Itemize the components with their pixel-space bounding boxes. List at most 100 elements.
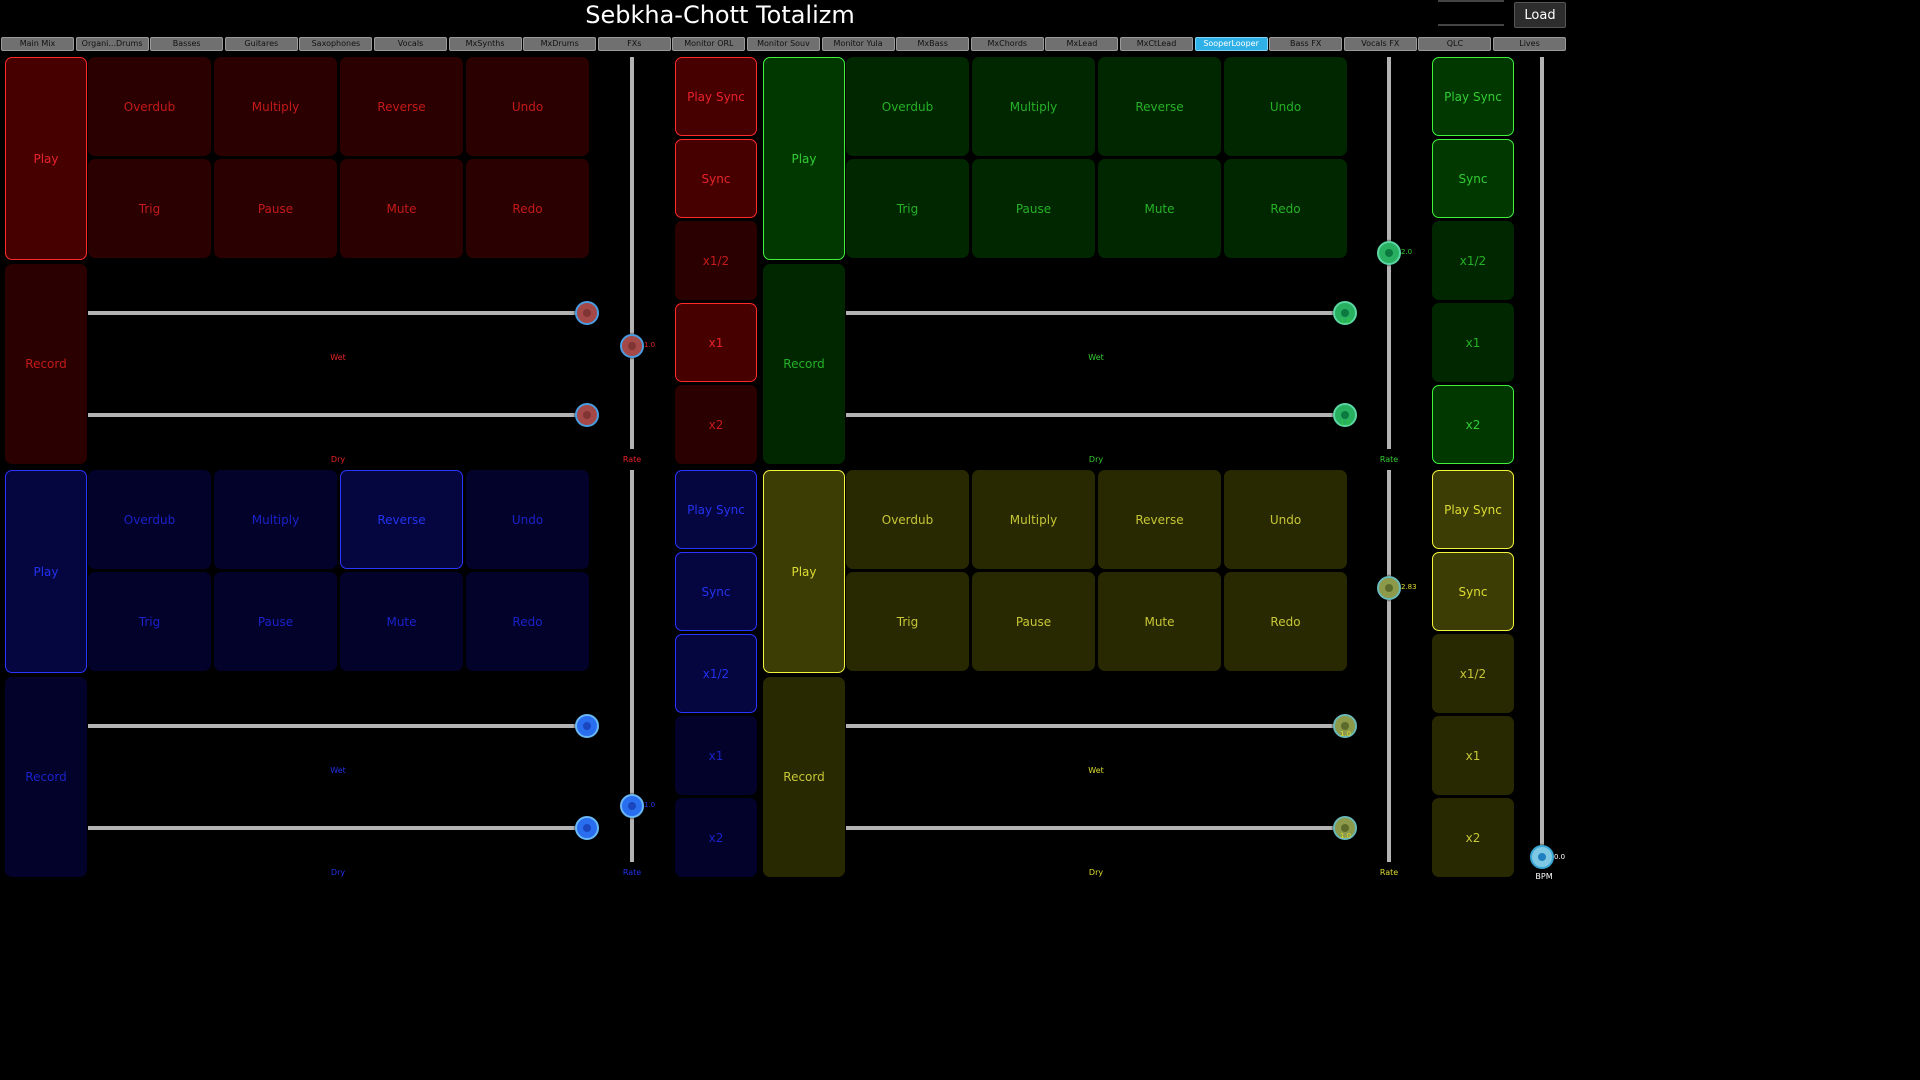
looper-red-sync-play-sync-button[interactable]: Play Sync [675,57,757,136]
bpm-slider-track[interactable] [1540,57,1544,857]
looper-green-record-button[interactable]: Record [763,264,845,464]
looper-red-redo-button[interactable]: Redo [466,159,589,258]
tab-saxophones[interactable]: Saxophones [299,37,373,51]
looper-red-overdub-button[interactable]: Overdub [88,57,211,156]
looper-red-trig-button[interactable]: Trig [88,159,211,258]
looper-blue-wet-slider-knob[interactable] [575,714,599,738]
looper-yellow-wet-slider-track[interactable] [846,724,1344,728]
looper-blue-multiply-button[interactable]: Multiply [214,470,337,569]
looper-blue-overdub-button[interactable]: Overdub [88,470,211,569]
tab-mxctlead[interactable]: MxCtLead [1120,37,1193,51]
tab-guitares[interactable]: Guitares [224,37,298,51]
looper-green-sync-sync-button[interactable]: Sync [1432,139,1514,218]
looper-red-undo-button[interactable]: Undo [466,57,589,156]
looper-blue-redo-button[interactable]: Redo [466,572,589,671]
looper-green-sync-x1-button[interactable]: x1 [1432,303,1514,382]
looper-green-multiply-button[interactable]: Multiply [972,57,1095,156]
looper-blue-sync-x1-2-button[interactable]: x1/2 [675,634,757,713]
looper-green-undo-button[interactable]: Undo [1224,57,1347,156]
looper-yellow-wet-slider-knob[interactable] [1333,714,1357,738]
looper-green-rate-slider-knob[interactable] [1377,241,1401,265]
looper-yellow-undo-button[interactable]: Undo [1224,470,1347,569]
looper-blue-sync-sync-button[interactable]: Sync [675,552,757,631]
looper-green-wet-slider-track[interactable] [846,311,1344,315]
looper-green-play-button[interactable]: Play [763,57,845,260]
load-button[interactable]: Load [1514,2,1566,28]
looper-blue-dry-slider-track[interactable] [88,826,586,830]
looper-yellow-sync-x1-button[interactable]: x1 [1432,716,1514,795]
tab-bass-fx[interactable]: Bass FX [1269,37,1343,51]
looper-green-trig-button[interactable]: Trig [846,159,969,258]
looper-yellow-rate-slider-track[interactable] [1387,470,1391,862]
looper-green-wet-slider-knob[interactable] [1333,301,1357,325]
tab-monitor-orl[interactable]: Monitor ORL [672,37,746,51]
looper-green-dry-slider-knob[interactable] [1333,403,1357,427]
looper-red-dry-slider-knob[interactable] [575,403,599,427]
looper-blue-pause-button[interactable]: Pause [214,572,337,671]
looper-yellow-trig-button[interactable]: Trig [846,572,969,671]
looper-red-sync-x2-button[interactable]: x2 [675,385,757,464]
looper-blue-reverse-button[interactable]: Reverse [340,470,463,569]
looper-red-record-button[interactable]: Record [5,264,87,464]
looper-green-overdub-button[interactable]: Overdub [846,57,969,156]
tab-lives[interactable]: Lives [1493,37,1566,51]
looper-blue-undo-button[interactable]: Undo [466,470,589,569]
looper-blue-play-button[interactable]: Play [5,470,87,673]
looper-red-sync-x1-2-button[interactable]: x1/2 [675,221,757,300]
looper-yellow-sync-x1-2-button[interactable]: x1/2 [1432,634,1514,713]
looper-red-sync-x1-button[interactable]: x1 [675,303,757,382]
looper-blue-record-button[interactable]: Record [5,677,87,877]
looper-red-wet-slider-knob[interactable] [575,301,599,325]
looper-yellow-multiply-button[interactable]: Multiply [972,470,1095,569]
looper-red-multiply-button[interactable]: Multiply [214,57,337,156]
looper-yellow-overdub-button[interactable]: Overdub [846,470,969,569]
looper-yellow-mute-button[interactable]: Mute [1098,572,1221,671]
looper-blue-mute-button[interactable]: Mute [340,572,463,671]
looper-red-reverse-button[interactable]: Reverse [340,57,463,156]
looper-red-sync-sync-button[interactable]: Sync [675,139,757,218]
looper-yellow-dry-slider-track[interactable] [846,826,1344,830]
tab-basses[interactable]: Basses [150,37,224,51]
tab-organi-drums[interactable]: Organi...Drums [75,37,149,51]
looper-yellow-rate-slider-knob[interactable] [1377,576,1401,600]
tab-monitor-yula[interactable]: Monitor Yula [821,37,895,51]
looper-yellow-reverse-button[interactable]: Reverse [1098,470,1221,569]
looper-blue-trig-button[interactable]: Trig [88,572,211,671]
bpm-slider-knob[interactable] [1530,845,1554,869]
looper-red-pause-button[interactable]: Pause [214,159,337,258]
tab-mxlead[interactable]: MxLead [1045,37,1119,51]
looper-yellow-sync-x2-button[interactable]: x2 [1432,798,1514,877]
looper-red-rate-slider-track[interactable] [630,57,634,449]
tab-fxs[interactable]: FXs [597,37,671,51]
looper-green-reverse-button[interactable]: Reverse [1098,57,1221,156]
looper-yellow-play-button[interactable]: Play [763,470,845,673]
tab-mxsynths[interactable]: MxSynths [448,37,522,51]
looper-red-dry-slider-track[interactable] [88,413,586,417]
looper-green-dry-slider-track[interactable] [846,413,1344,417]
looper-green-mute-button[interactable]: Mute [1098,159,1221,258]
looper-green-sync-x2-button[interactable]: x2 [1432,385,1514,464]
looper-red-play-button[interactable]: Play [5,57,87,260]
tab-monitor-souv[interactable]: Monitor Souv [747,37,820,51]
looper-green-pause-button[interactable]: Pause [972,159,1095,258]
looper-red-rate-slider-knob[interactable] [620,334,644,358]
looper-yellow-sync-sync-button[interactable]: Sync [1432,552,1514,631]
looper-blue-rate-slider-knob[interactable] [620,794,644,818]
looper-blue-rate-slider-track[interactable] [630,470,634,862]
looper-green-redo-button[interactable]: Redo [1224,159,1347,258]
tab-main-mix[interactable]: Main Mix [1,37,74,51]
tab-mxdrums[interactable]: MxDrums [523,37,597,51]
looper-red-mute-button[interactable]: Mute [340,159,463,258]
looper-blue-sync-play-sync-button[interactable]: Play Sync [675,470,757,549]
looper-yellow-sync-play-sync-button[interactable]: Play Sync [1432,470,1514,549]
looper-yellow-pause-button[interactable]: Pause [972,572,1095,671]
tab-qlc[interactable]: QLC [1418,37,1492,51]
looper-blue-sync-x1-button[interactable]: x1 [675,716,757,795]
looper-blue-sync-x2-button[interactable]: x2 [675,798,757,877]
tab-vocals[interactable]: Vocals [374,37,447,51]
tab-mxbass[interactable]: MxBass [896,37,970,51]
tab-mxchords[interactable]: MxChords [970,37,1044,51]
looper-red-wet-slider-track[interactable] [88,311,586,315]
looper-green-sync-play-sync-button[interactable]: Play Sync [1432,57,1514,136]
looper-yellow-dry-slider-knob[interactable] [1333,816,1357,840]
